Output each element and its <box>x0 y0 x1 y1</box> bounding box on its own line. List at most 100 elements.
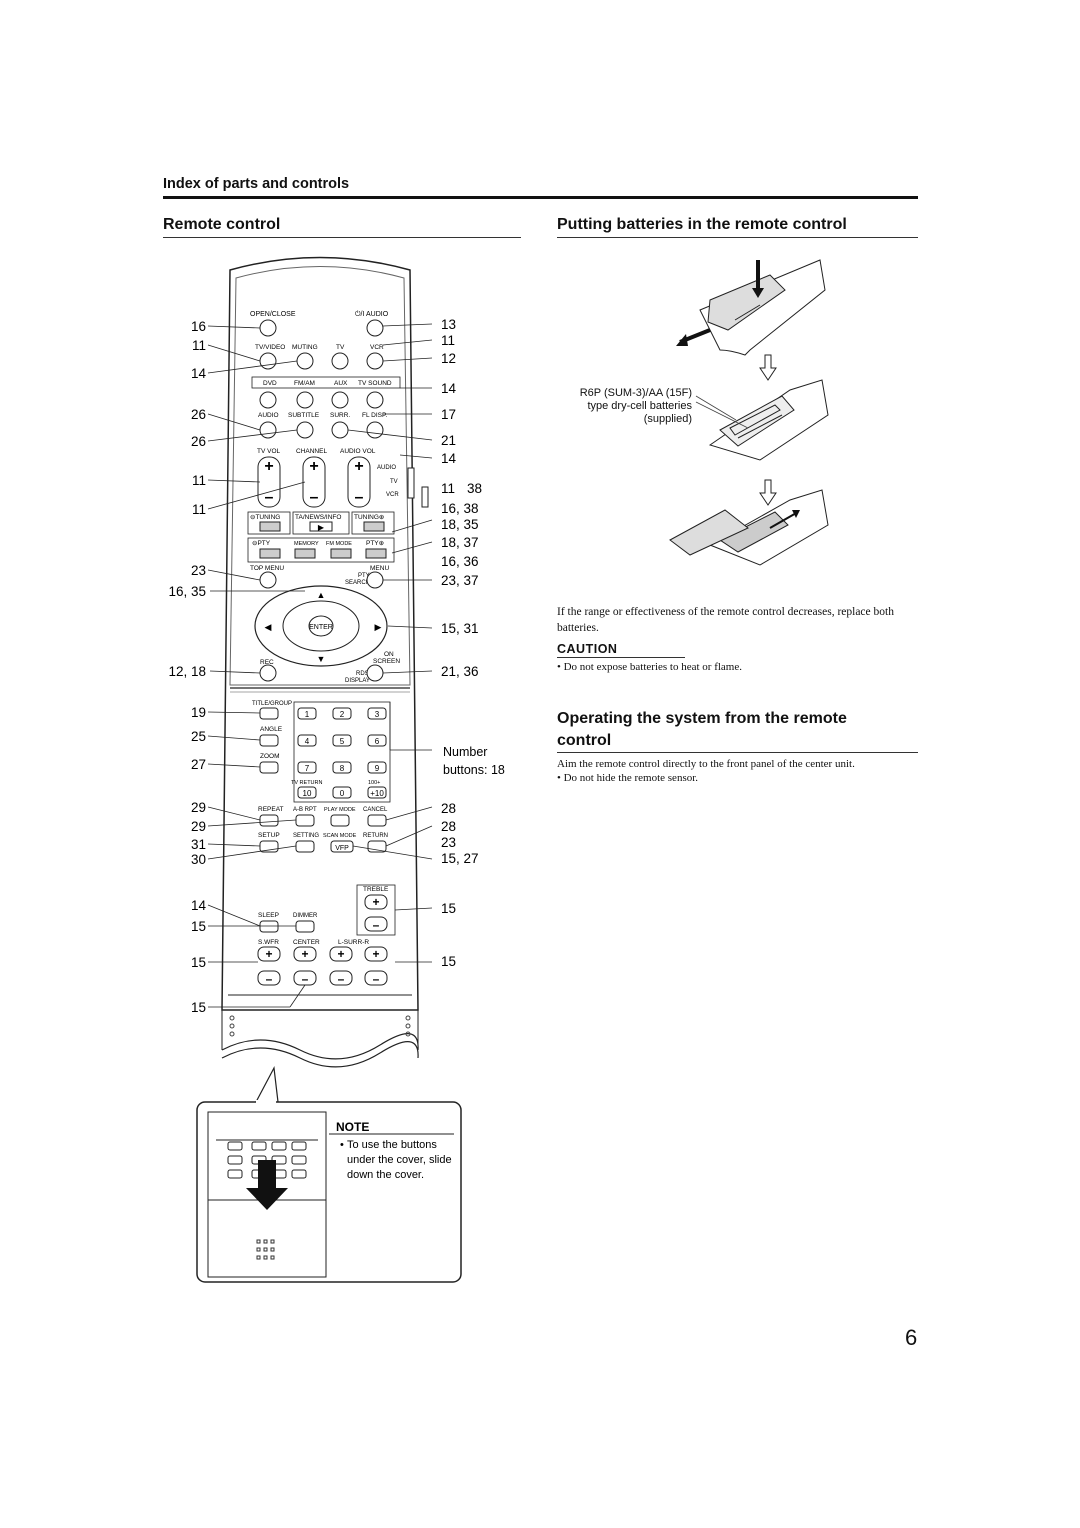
svg-text:–: – <box>373 972 380 986</box>
svg-text:▼: ▼ <box>317 654 326 664</box>
svg-text:⊖PTY: ⊖PTY <box>252 540 271 547</box>
svg-text:3: 3 <box>375 710 380 719</box>
svg-text:1: 1 <box>305 710 310 719</box>
svg-text:PTY⊕: PTY⊕ <box>366 540 385 547</box>
svg-text:23, 37: 23, 37 <box>441 573 479 588</box>
note-bullet: • <box>340 1139 344 1151</box>
svg-text:DISPLAY: DISPLAY <box>345 678 370 684</box>
svg-text:◀: ◀ <box>265 622 272 632</box>
svg-text:12: 12 <box>441 351 456 366</box>
operating-rule <box>557 752 918 753</box>
svg-text:4: 4 <box>305 737 310 746</box>
caution-label: CAUTION <box>557 642 618 656</box>
batteries-heading: Putting batteries in the remote control <box>557 216 847 233</box>
svg-text:17: 17 <box>441 407 456 422</box>
svg-text:–: – <box>266 972 273 986</box>
svg-text:A-B RPT: A-B RPT <box>293 807 317 813</box>
svg-text:CENTER: CENTER <box>293 939 320 946</box>
svg-text:FL DISP.: FL DISP. <box>362 412 387 419</box>
svg-text:–: – <box>302 972 309 986</box>
svg-text:SETUP: SETUP <box>258 832 280 839</box>
svg-text:MENU: MENU <box>370 565 389 572</box>
svg-text:+: + <box>354 458 363 475</box>
svg-text:REC: REC <box>260 659 274 666</box>
svg-text:PLAY MODE: PLAY MODE <box>324 807 356 813</box>
operating-heading-line-2: control <box>557 732 612 749</box>
remote-control-heading: Remote control <box>163 216 281 233</box>
svg-text:ON: ON <box>384 651 394 658</box>
svg-text:11: 11 <box>192 473 206 488</box>
svg-text:+: + <box>372 947 379 961</box>
battery-paragraph: If the range or effectiveness of the rem… <box>557 606 894 634</box>
svg-text:TV RETURN: TV RETURN <box>291 780 323 786</box>
svg-text:AUDIO VOL: AUDIO VOL <box>340 448 376 455</box>
svg-text:TV VOL: TV VOL <box>257 448 281 455</box>
svg-text:RETURN: RETURN <box>363 833 388 839</box>
svg-text:REPEAT: REPEAT <box>258 806 284 813</box>
svg-text:11: 11 <box>441 333 455 348</box>
svg-text:TREBLE: TREBLE <box>363 886 389 893</box>
svg-text:6: 6 <box>375 737 380 746</box>
section-rule <box>163 196 918 199</box>
svg-text:29: 29 <box>191 800 206 815</box>
svg-text:23: 23 <box>441 835 456 850</box>
svg-text:8: 8 <box>340 764 345 773</box>
operating-bullet-text: Do not hide the remote sensor. <box>563 772 699 784</box>
svg-text:–: – <box>338 972 345 986</box>
svg-text:13: 13 <box>441 317 456 332</box>
svg-text:16: 16 <box>191 319 206 334</box>
svg-text:SLEEP: SLEEP <box>258 912 279 919</box>
svg-text:18, 35: 18, 35 <box>441 517 479 532</box>
svg-text:VCR: VCR <box>386 492 399 498</box>
svg-text:15: 15 <box>191 919 206 934</box>
svg-text:SCAN MODE: SCAN MODE <box>323 833 357 839</box>
svg-text:MEMORY: MEMORY <box>294 541 319 547</box>
svg-text:AUDIO: AUDIO <box>258 412 279 419</box>
svg-text:+: + <box>337 947 344 961</box>
svg-text:16, 35: 16, 35 <box>168 584 206 599</box>
svg-text:SURR.: SURR. <box>330 412 350 419</box>
svg-text:15: 15 <box>191 1000 206 1015</box>
svg-text:TV: TV <box>390 479 398 485</box>
svg-text:SETTING: SETTING <box>293 833 319 839</box>
svg-text:DVD: DVD <box>263 380 277 387</box>
svg-text:FM/AM: FM/AM <box>294 380 315 387</box>
svg-text:TV SOUND: TV SOUND <box>358 380 392 387</box>
svg-text:–: – <box>310 489 319 506</box>
caution-rule <box>557 657 685 658</box>
svg-text:+: + <box>372 895 379 909</box>
caution-item-text: Do not expose batteries to heat or flame… <box>563 661 742 673</box>
svg-text:26: 26 <box>191 407 206 422</box>
note-label: NOTE <box>336 1120 369 1134</box>
svg-text:14: 14 <box>441 381 457 396</box>
svg-text:15: 15 <box>191 955 206 970</box>
svg-text:11: 11 <box>192 338 206 353</box>
svg-text:+10: +10 <box>370 789 384 798</box>
svg-text:0: 0 <box>340 789 345 798</box>
svg-text:S.WFR: S.WFR <box>258 939 279 946</box>
svg-text:+: + <box>264 458 273 475</box>
svg-text:+: + <box>265 947 272 961</box>
svg-text:SUBTITLE: SUBTITLE <box>288 412 320 419</box>
note-line-2: under the cover, slide <box>347 1154 452 1166</box>
svg-text:CHANNEL: CHANNEL <box>296 448 327 455</box>
svg-text:27: 27 <box>191 757 206 772</box>
svg-text:L-SURR-R: L-SURR-R <box>338 939 369 946</box>
svg-text:VFP: VFP <box>335 845 349 852</box>
svg-text:TV/VIDEO: TV/VIDEO <box>255 344 285 351</box>
svg-text:–: – <box>355 489 364 506</box>
svg-text:RDS: RDS <box>356 671 369 677</box>
svg-text:28: 28 <box>441 819 456 834</box>
label-open-close: OPEN/CLOSE <box>250 311 296 318</box>
note-line-1: To use the buttons <box>347 1139 437 1151</box>
section-title: Index of parts and controls <box>163 176 350 192</box>
svg-text:12, 18: 12, 18 <box>168 664 206 679</box>
svg-text:15, 27: 15, 27 <box>441 851 479 866</box>
svg-text:Number: Number <box>443 745 487 759</box>
svg-text:▶: ▶ <box>375 622 382 632</box>
svg-text:+: + <box>309 458 318 475</box>
svg-text:38: 38 <box>467 481 482 496</box>
svg-text:15, 31: 15, 31 <box>441 621 479 636</box>
svg-text:DIMMER: DIMMER <box>293 913 318 919</box>
operating-bullet: • Do not hide the remote sensor. <box>557 772 699 784</box>
